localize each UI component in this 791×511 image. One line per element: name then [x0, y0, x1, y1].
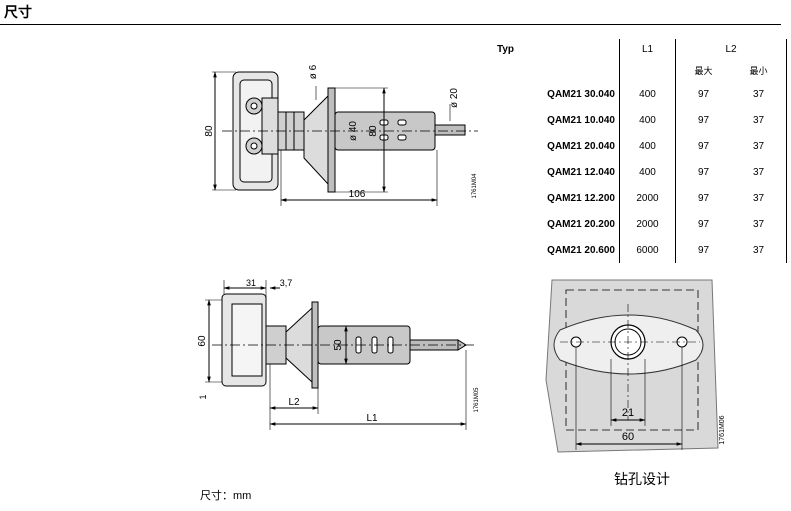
dim-drill-60: 60 [622, 431, 634, 443]
cell-l2-min: 37 [731, 211, 787, 237]
cell-l1: 400 [619, 133, 676, 159]
cell-l2-min: 37 [731, 133, 787, 159]
header-typ: Typ [497, 43, 515, 55]
table-header-row: Typ L1 L2 [490, 39, 787, 59]
drill-pattern-drawing [545, 279, 719, 453]
cell-l2-min: 37 [731, 185, 787, 211]
cell-l2-max: 97 [675, 237, 731, 263]
drawing-code-side: 1761M05 [474, 387, 480, 413]
top-view-drawing [212, 71, 478, 206]
dim-side-height-50: 50 [333, 339, 344, 351]
title-rule [0, 24, 781, 25]
cell-l1: 2000 [619, 185, 676, 211]
cell-type: QAM21 20.040 [547, 140, 615, 152]
cell-type: QAM21 20.600 [547, 244, 615, 256]
cell-l1: 400 [619, 81, 676, 107]
side-view-drawing [205, 280, 474, 430]
header-l1: L1 [619, 39, 676, 59]
dim-top-height-80-flange: 80 [368, 125, 379, 137]
header-l2: L2 [675, 39, 787, 59]
cell-l2-max: 97 [675, 185, 731, 211]
drawing-code-top: 1761M04 [472, 173, 478, 199]
dim-drill-21: 21 [622, 407, 634, 419]
cell-l2-min: 37 [731, 237, 787, 263]
table-subheader-row: 最大 最小 [490, 59, 787, 81]
dim-side-l1: L1 [366, 413, 378, 424]
cell-type: QAM21 12.040 [547, 166, 615, 178]
cell-l1: 400 [619, 159, 676, 185]
units-note: 尺寸：mm [200, 490, 252, 502]
dim-side-width-3-7: 3,7 [280, 278, 293, 288]
drill-caption: 钻孔设计 [614, 472, 670, 488]
cell-l2-max: 97 [675, 133, 731, 159]
dim-top-dia-6: ø 6 [308, 64, 319, 79]
cell-type: QAM21 20.200 [547, 218, 615, 230]
page-title: 尺寸 [4, 4, 32, 20]
cell-l1: 2000 [619, 211, 676, 237]
dim-side-height-60: 60 [197, 335, 208, 347]
cell-l2-min: 37 [731, 107, 787, 133]
cell-l2-min: 37 [731, 81, 787, 107]
drawing-code-drill: 1761M06 [719, 415, 726, 444]
dim-top-dia-40: ø 40 [348, 121, 359, 141]
cell-l1: 6000 [619, 237, 676, 263]
header-min: 最小 [731, 59, 787, 81]
cell-l1: 400 [619, 107, 676, 133]
dim-top-length-106: 106 [349, 189, 366, 200]
dim-top-height-80: 80 [204, 125, 215, 137]
cell-l2-min: 37 [731, 159, 787, 185]
dim-top-dia-20: ø 20 [449, 88, 460, 108]
dim-side-1: 1 [198, 394, 208, 399]
cell-type: QAM21 10.040 [547, 114, 615, 126]
cell-type: QAM21 12.200 [547, 192, 615, 204]
cell-l2-max: 97 [675, 159, 731, 185]
cell-l2-max: 97 [675, 107, 731, 133]
cell-l2-max: 97 [675, 211, 731, 237]
cell-type: QAM21 30.040 [547, 88, 615, 100]
header-max: 最大 [675, 59, 731, 81]
cell-l2-max: 97 [675, 81, 731, 107]
dim-side-l2: L2 [288, 397, 300, 408]
dim-side-width-31: 31 [246, 278, 256, 288]
